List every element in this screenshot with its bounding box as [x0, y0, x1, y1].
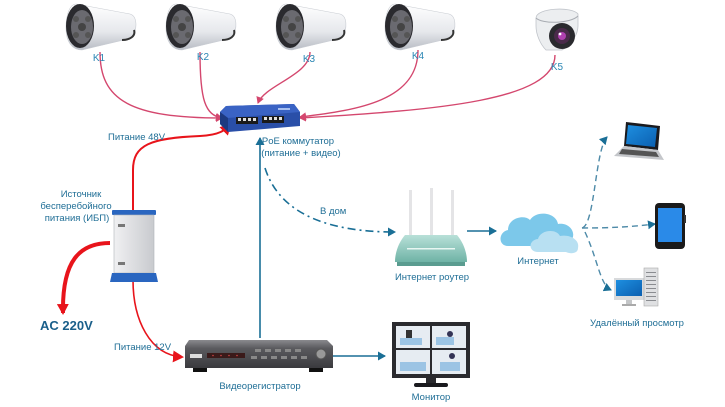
link-internet-desktop — [584, 231, 612, 292]
link-k2-switch — [199, 51, 223, 121]
edge-label-to-home: В дом — [320, 206, 347, 217]
link-k5-switch — [299, 54, 556, 122]
remote-view-label: Удалённый просмотр — [590, 318, 684, 329]
network-links — [255, 136, 656, 361]
router-label: Интернет роутер — [394, 272, 470, 283]
monitor-icon — [392, 322, 470, 387]
link-internet-tablet — [581, 220, 656, 230]
tablet-icon — [655, 203, 686, 249]
link-internet-laptop — [581, 136, 608, 229]
tablet — [655, 203, 686, 249]
monitor — [392, 322, 470, 387]
cloud-icon — [500, 213, 579, 254]
camera-label-k5: K5 — [550, 62, 564, 73]
router-icon — [395, 188, 467, 266]
link-k3-switch — [256, 51, 311, 104]
camera-k2 — [165, 3, 237, 51]
router — [395, 188, 467, 266]
ups-label-line2: бесперебойного — [40, 201, 112, 212]
desktop-computer — [614, 267, 659, 307]
bullet-camera-icon — [275, 3, 347, 51]
laptop-icon — [614, 122, 664, 160]
link-switch-router — [264, 167, 396, 237]
dome-camera-icon — [535, 8, 579, 51]
video-links — [99, 49, 556, 122]
camera-label-k2: K2 — [196, 52, 210, 63]
dvr-icon — [185, 340, 333, 372]
ups-icon — [110, 210, 158, 282]
dvr-label: Видеорегистратор — [219, 381, 301, 392]
desktop-computer-icon — [614, 267, 659, 307]
link-ups-dvr-12v — [132, 279, 184, 363]
bullet-camera-icon — [65, 3, 137, 51]
link-k1-switch — [99, 51, 223, 122]
dvr — [185, 340, 333, 372]
camera-label-k3: K3 — [302, 54, 316, 65]
bullet-camera-icon — [165, 3, 237, 51]
link-ups-switch-48v — [132, 123, 232, 212]
ups — [110, 210, 158, 282]
monitor-label: Монитор — [411, 392, 451, 403]
poe-switch-label-line1: PoE коммутатор — [261, 136, 335, 147]
network-switch-icon — [220, 104, 300, 132]
camera-k4 — [384, 3, 456, 51]
power-links — [56, 123, 232, 363]
camera-k1 — [65, 3, 137, 51]
ups-label-line1: Источник — [60, 189, 102, 200]
edge-label-power-12v: Питание 12V — [114, 342, 172, 353]
camera-label-k4: K4 — [411, 51, 425, 62]
camera-k5 — [535, 8, 579, 51]
edge-label-power-48v: Питание 48V — [108, 132, 166, 143]
internet-label: Интернет — [517, 256, 559, 267]
camera-label-k1: K1 — [92, 53, 106, 64]
laptop — [614, 122, 664, 160]
bullet-camera-icon — [384, 3, 456, 51]
link-k4-switch — [299, 49, 419, 121]
link-ups-ac — [56, 241, 111, 315]
ups-label-line3: питания (ИБП) — [44, 213, 110, 224]
poe-switch — [220, 104, 300, 132]
internet-cloud — [500, 213, 579, 254]
camera-k3 — [275, 3, 347, 51]
ac-220v-label: AC 220V — [40, 318, 93, 333]
poe-switch-label-line2: (питание + видео) — [261, 148, 341, 159]
